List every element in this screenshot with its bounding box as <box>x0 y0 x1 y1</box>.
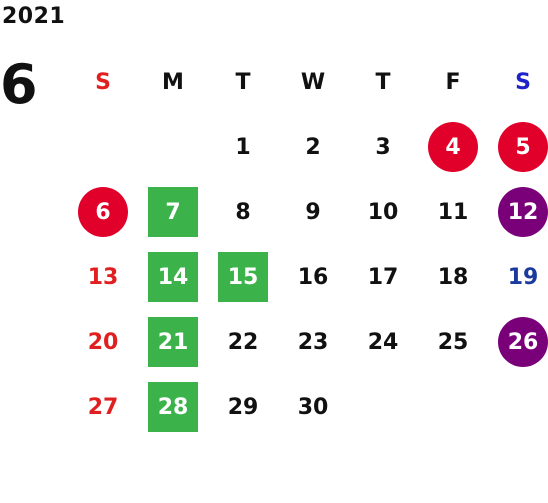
calendar-day[interactable]: 8 <box>208 192 278 232</box>
day-number: 4 <box>428 122 478 172</box>
day-number: 18 <box>437 264 469 290</box>
day-number: 29 <box>227 394 259 420</box>
day-number: 27 <box>87 394 119 420</box>
day-number: 19 <box>507 264 539 290</box>
weekday-header: F <box>445 69 461 95</box>
calendar-day[interactable]: 14 <box>138 252 208 302</box>
day-number: 14 <box>148 252 198 302</box>
day-number: 1 <box>235 134 251 160</box>
calendar-day[interactable]: 7 <box>138 187 208 237</box>
weekday-header: S <box>515 69 531 95</box>
year-label: 2021 <box>2 4 66 29</box>
day-number: 10 <box>367 199 399 225</box>
calendar-day[interactable]: 22 <box>208 322 278 362</box>
day-number: 2 <box>305 134 321 160</box>
calendar-day[interactable]: 1 <box>208 127 278 167</box>
day-number: 16 <box>297 264 329 290</box>
calendar-day[interactable]: 6 <box>68 187 138 237</box>
calendar-day[interactable]: 18 <box>418 257 488 297</box>
weekday-header: T <box>375 69 391 95</box>
weekday-header: W <box>300 69 326 95</box>
calendar-day[interactable]: 15 <box>208 252 278 302</box>
day-number: 15 <box>218 252 268 302</box>
calendar-day[interactable]: 27 <box>68 387 138 427</box>
calendar-day[interactable]: 4 <box>418 122 488 172</box>
day-number: 23 <box>297 329 329 355</box>
weekday-header: M <box>162 69 184 95</box>
calendar-day[interactable]: 5 <box>488 122 548 172</box>
calendar-day[interactable]: 28 <box>138 382 208 432</box>
day-number: 26 <box>498 317 548 367</box>
month-label: 6 <box>0 53 38 116</box>
calendar-day[interactable]: 2 <box>278 127 348 167</box>
day-number: 30 <box>297 394 329 420</box>
day-number: 21 <box>148 317 198 367</box>
day-number: 24 <box>367 329 399 355</box>
calendar-day[interactable]: 24 <box>348 322 418 362</box>
calendar-day[interactable]: 21 <box>138 317 208 367</box>
calendar-day[interactable]: 20 <box>68 322 138 362</box>
day-number: 7 <box>148 187 198 237</box>
calendar-day[interactable]: 12 <box>488 187 548 237</box>
calendar-day[interactable]: 26 <box>488 317 548 367</box>
calendar-day[interactable]: 16 <box>278 257 348 297</box>
weekday-header: T <box>235 69 251 95</box>
calendar-day[interactable]: 19 <box>488 257 548 297</box>
calendar-day[interactable]: 9 <box>278 192 348 232</box>
day-number: 11 <box>437 199 469 225</box>
day-number: 25 <box>437 329 469 355</box>
day-number: 20 <box>87 329 119 355</box>
weekday-header: S <box>95 69 111 95</box>
calendar-day[interactable]: 17 <box>348 257 418 297</box>
calendar-day[interactable]: 13 <box>68 257 138 297</box>
day-number: 9 <box>305 199 321 225</box>
day-number: 6 <box>78 187 128 237</box>
day-number: 22 <box>227 329 259 355</box>
calendar-day[interactable]: 30 <box>278 387 348 427</box>
day-number: 3 <box>375 134 391 160</box>
calendar-day[interactable]: 11 <box>418 192 488 232</box>
day-number: 12 <box>498 187 548 237</box>
day-number: 5 <box>498 122 548 172</box>
day-number: 28 <box>148 382 198 432</box>
day-number: 8 <box>235 199 251 225</box>
calendar-day[interactable]: 10 <box>348 192 418 232</box>
calendar-day[interactable]: 3 <box>348 127 418 167</box>
day-number: 17 <box>367 264 399 290</box>
calendar-day[interactable]: 25 <box>418 322 488 362</box>
day-number: 13 <box>87 264 119 290</box>
calendar-day[interactable]: 29 <box>208 387 278 427</box>
calendar-day[interactable]: 23 <box>278 322 348 362</box>
